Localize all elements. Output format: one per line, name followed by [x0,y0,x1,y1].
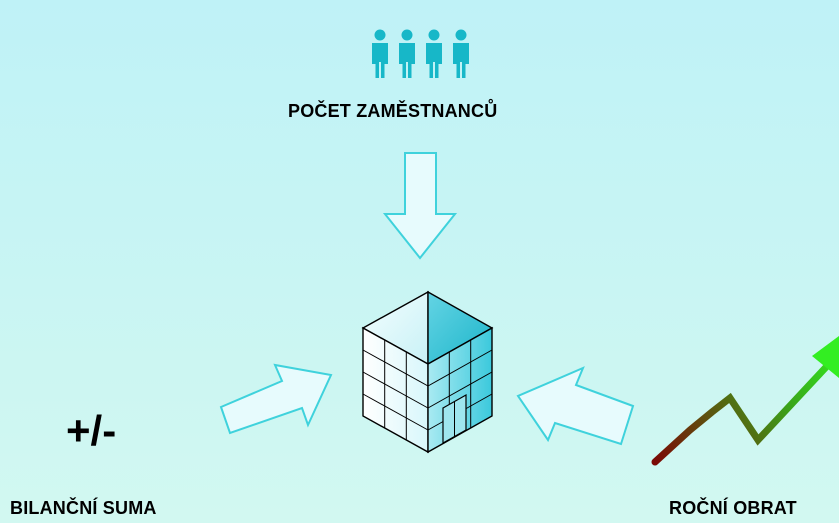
employees-label: POČET ZAMĚSTNANCŮ [288,101,498,121]
plus-minus-symbol: +/- [66,407,117,454]
balance-sum-label: BILANČNÍ SUMA [10,498,157,518]
turnover-label: ROČNÍ OBRAT [669,498,797,518]
